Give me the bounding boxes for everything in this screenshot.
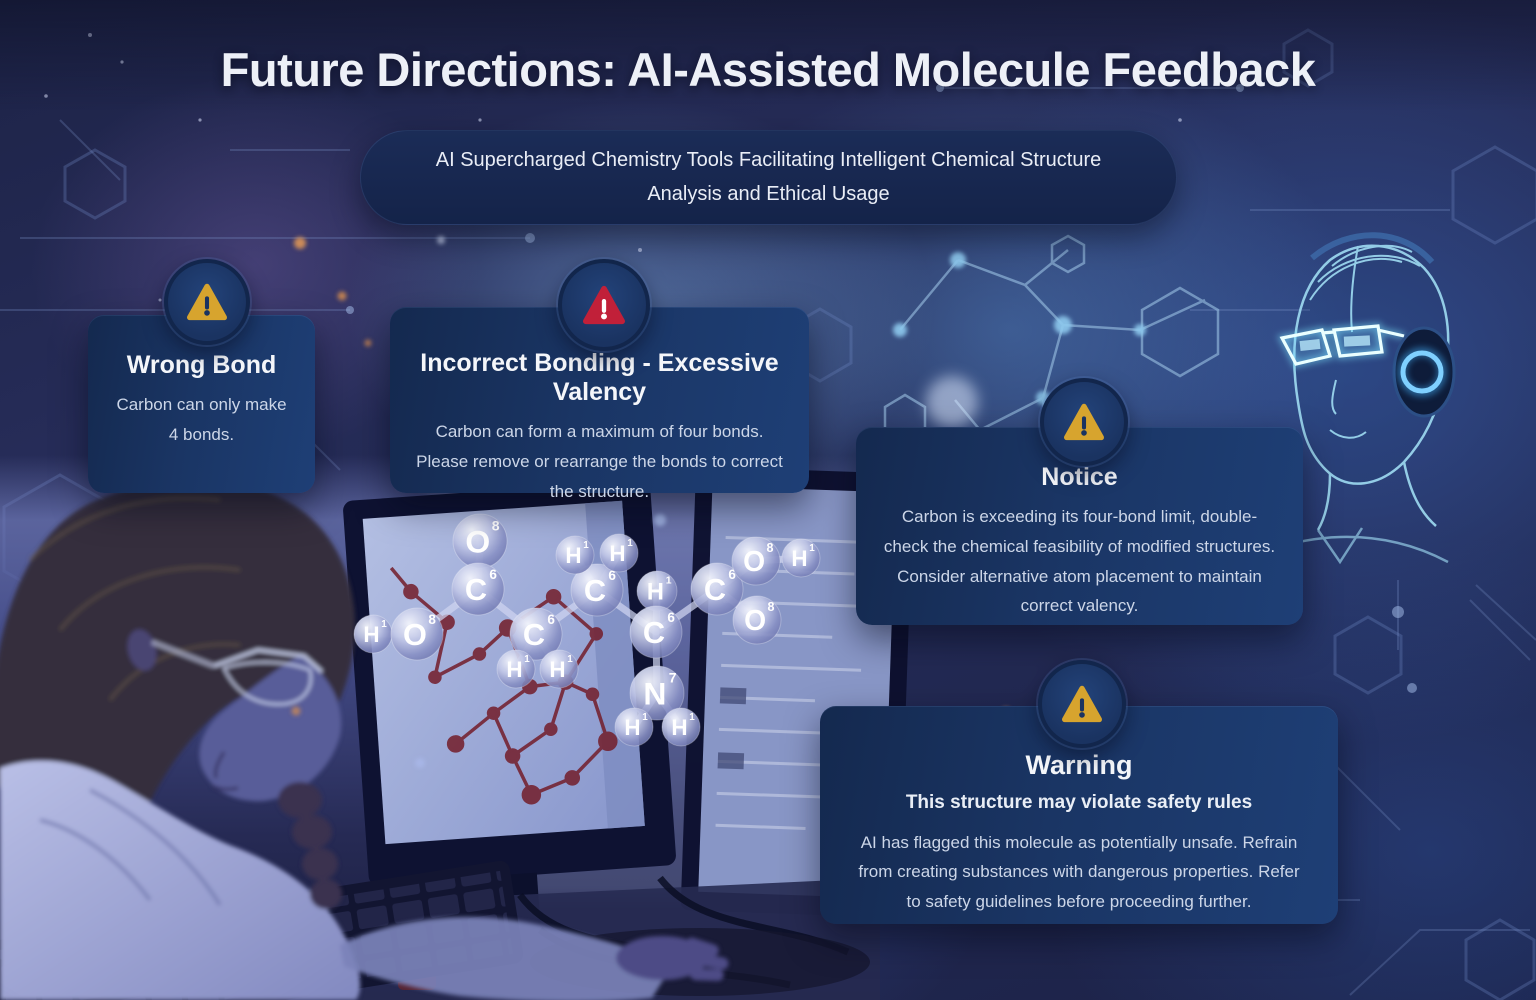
warning-triangle-icon	[1062, 685, 1102, 723]
svg-text:C: C	[704, 572, 726, 607]
error-triangle-icon	[583, 285, 625, 325]
svg-text:H: H	[624, 715, 640, 740]
svg-text:8: 8	[428, 612, 436, 627]
svg-text:1: 1	[666, 575, 672, 586]
card-body: AI has flagged this molecule as potentia…	[858, 832, 1300, 912]
svg-text:1: 1	[809, 543, 815, 554]
svg-text:6: 6	[547, 612, 555, 627]
alert-badge-warning	[1038, 660, 1126, 748]
svg-text:C: C	[584, 573, 606, 608]
svg-text:7: 7	[669, 670, 677, 686]
card-body: Carbon is exceeding its four-bond limit,…	[883, 507, 1276, 616]
svg-text:H: H	[565, 543, 581, 568]
svg-text:O: O	[743, 545, 765, 577]
card-subtitle: This structure may violate safety rules	[905, 792, 1253, 813]
svg-text:1: 1	[642, 712, 648, 723]
svg-text:6: 6	[489, 567, 497, 582]
svg-text:6: 6	[667, 610, 675, 625]
card-title: Wrong Bond	[126, 351, 277, 379]
svg-text:H: H	[609, 541, 625, 566]
alert-badge-wrong-bond	[164, 259, 250, 345]
card-body: Carbon can form a maximum of four bonds.…	[416, 422, 783, 501]
svg-text:8: 8	[766, 541, 773, 555]
svg-text:1: 1	[567, 654, 573, 665]
card-body: Carbon can only make 4 bonds.	[116, 395, 287, 444]
subtitle-banner: AI Supercharged Chemistry Tools Facilita…	[360, 130, 1177, 225]
svg-text:H: H	[363, 622, 379, 647]
warning-triangle-icon	[187, 283, 227, 321]
card-title: Warning	[1025, 750, 1133, 780]
card-title: Incorrect Bonding - Excessive Valency	[420, 349, 779, 406]
subtitle-text: AI Supercharged Chemistry Tools Facilita…	[435, 148, 1102, 205]
svg-text:1: 1	[524, 654, 530, 665]
svg-text:C: C	[465, 572, 487, 607]
svg-text:O: O	[403, 617, 427, 652]
svg-text:H: H	[549, 657, 565, 682]
svg-text:O: O	[744, 604, 766, 636]
svg-text:1: 1	[627, 538, 633, 549]
svg-text:8: 8	[492, 518, 500, 534]
svg-text:1: 1	[381, 619, 387, 630]
svg-text:1: 1	[583, 540, 589, 551]
svg-text:H: H	[791, 546, 807, 571]
alert-badge-notice	[1040, 378, 1128, 466]
svg-text:N: N	[643, 675, 666, 711]
page-title: Future Directions: AI-Assisted Molecule …	[220, 43, 1316, 96]
svg-text:O: O	[465, 523, 490, 559]
alert-badge-excessive-valency	[558, 259, 650, 351]
svg-text:H: H	[647, 579, 664, 605]
warning-triangle-icon	[1064, 403, 1104, 441]
svg-text:H: H	[506, 657, 522, 682]
svg-text:C: C	[643, 615, 665, 650]
svg-text:C: C	[523, 617, 545, 652]
card-title: Notice	[1041, 463, 1118, 491]
svg-text:1: 1	[689, 712, 695, 723]
svg-text:8: 8	[767, 600, 774, 614]
svg-text:H: H	[671, 715, 687, 740]
